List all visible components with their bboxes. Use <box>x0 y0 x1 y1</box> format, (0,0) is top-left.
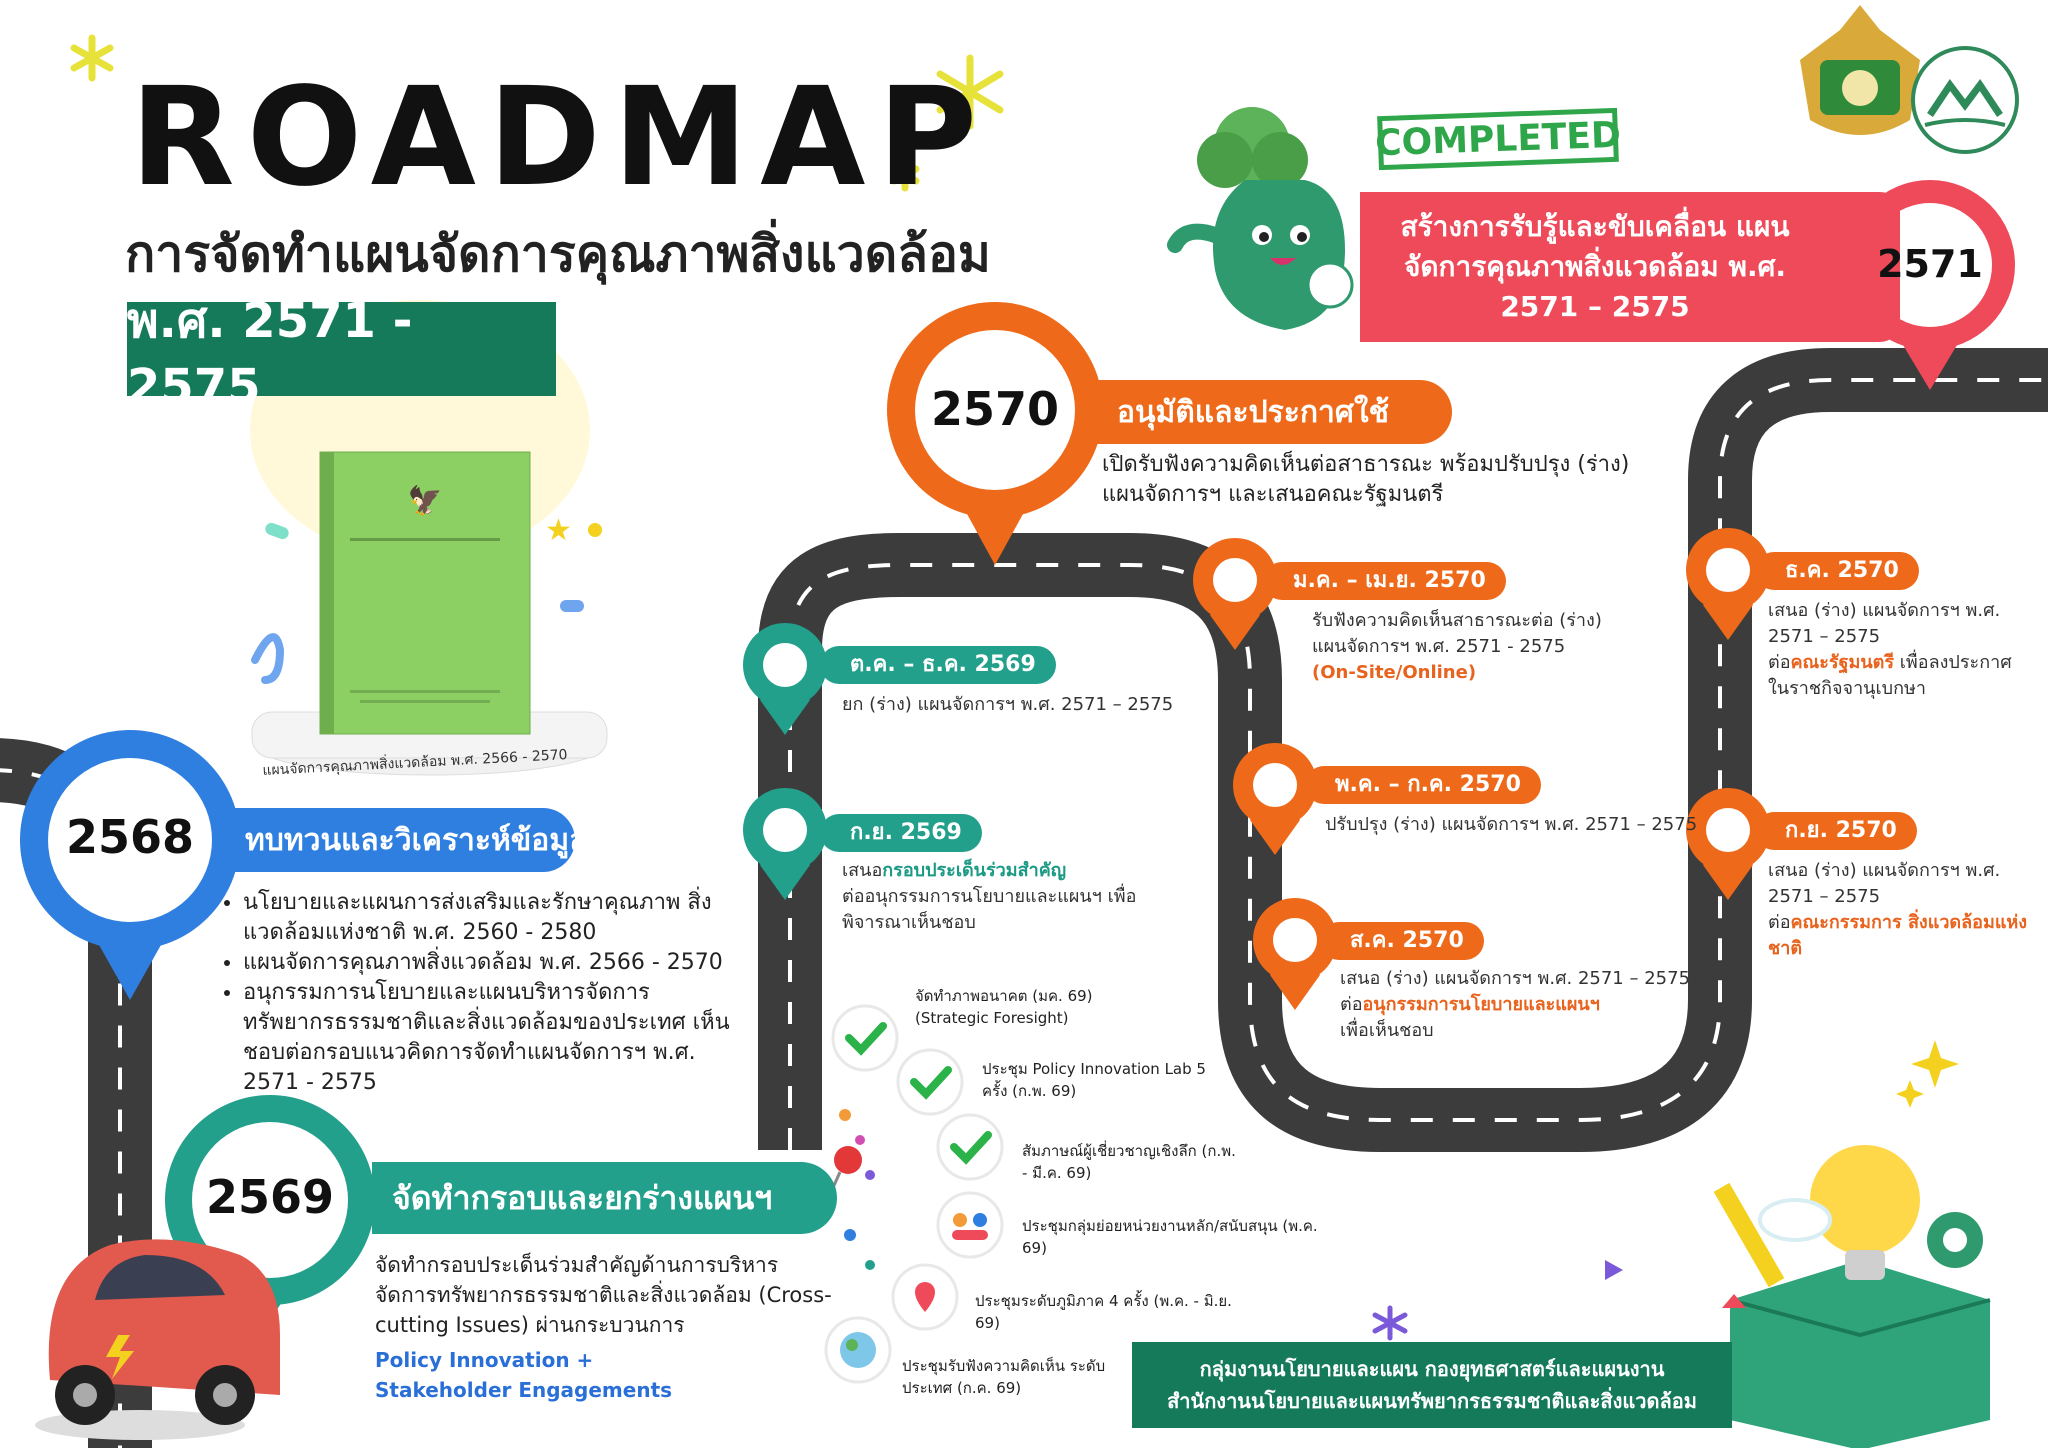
completed-stamp: COMPLETED <box>1374 107 1622 171</box>
step-pin-dec-2570 <box>1686 528 1770 640</box>
step-pin-may-2570 <box>1233 743 1317 855</box>
step-note: (On-Site/Online) <box>1312 662 1477 683</box>
step-label-may-2570: พ.ค. – ก.ค. 2570 <box>1305 766 1541 804</box>
step-text-highlight: คณะรัฐมนตรี <box>1790 652 1895 673</box>
body-2569: จัดทำกรอบประเด็นร่วมสำคัญด้านการบริหาร จ… <box>375 1250 835 1340</box>
step-text-dec-2570: เสนอ (ร่าง) แผนจัดการฯ พ.ศ. 2571 – 2575 … <box>1768 598 2033 702</box>
step-label-sep-2569: ก.ย. 2569 <box>820 814 982 852</box>
step-text-post: เพื่อลงประกาศ ในราชกิจจานุเบกษา <box>1768 652 2012 699</box>
list-item: แผนจัดการคุณภาพสิ่งแวดล้อม พ.ศ. 2566 - 2… <box>243 948 735 978</box>
step-text-pre: เสนอ <box>842 860 883 881</box>
step-text-jan-2570: รับฟังความคิดเห็นสาธารณะต่อ (ร่าง) แผนจั… <box>1312 608 1642 686</box>
check-icon <box>831 1004 899 1072</box>
step-text-aug-2570: เสนอ (ร่าง) แผนจัดการฯ พ.ศ. 2571 – 2575 … <box>1340 966 1690 1044</box>
activity-1: จัดทำภาพอนาคต (มค. 69) (Strategic Foresi… <box>915 987 1093 1027</box>
step-label-oct-2569: ต.ค. – ธ.ค. 2569 <box>820 646 1056 684</box>
step-label-dec-2570: ธ.ค. 2570 <box>1755 552 1919 590</box>
asterisk-icon <box>70 34 1004 192</box>
page-title: ROADMAP <box>130 59 990 217</box>
list-item: นโยบายและแผนการส่งเสริมและรักษาคุณภาพ สิ… <box>243 888 735 948</box>
step-text-pre: ต่อ <box>1768 912 1791 933</box>
footer-agency: กลุ่มงานนโยบายและแผน กองยุทธศาสตร์และแผน… <box>1132 1342 1732 1428</box>
sparkle-icon <box>1896 1040 1959 1108</box>
activity-5: ประชุมระดับภูมิภาค 4 ครั้ง (พ.ค. - มิ.ย.… <box>975 1292 1232 1332</box>
step-text-sep-2569: เสนอกรอบประเด็นร่วมสำคัญ ต่ออนุกรรมการนโ… <box>842 858 1142 936</box>
step-text-pre: ต่อ <box>1768 652 1791 673</box>
step-text-sep-2570: เสนอ (ร่าง) แผนจัดการฯ พ.ศ. 2571 – 2575 … <box>1768 858 2033 962</box>
step-text: เสนอ (ร่าง) แผนจัดการฯ พ.ศ. 2571 – 2575 <box>1768 600 2001 647</box>
banner-2570: อนุมัติและประกาศใช้ <box>1097 380 1452 444</box>
push-pin-icon <box>830 1146 862 1191</box>
activity-3: สัมภาษณ์ผู้เชี่ยวชาญเชิงลึก (ก.พ. - มี.ค… <box>1022 1142 1236 1182</box>
step-text: เสนอ (ร่าง) แผนจัดการฯ พ.ศ. 2571 – 2575 <box>1768 860 2001 907</box>
activity-4: ประชุมกลุ่มย่อยหน่วยงานหลัก/สนับสนุน (พ.… <box>1022 1217 1318 1257</box>
idea-box-illustration <box>1713 1145 1991 1448</box>
body-2569-text: จัดทำกรอบประเด็นร่วมสำคัญด้านการบริหาร จ… <box>375 1253 832 1337</box>
year-2569: 2569 <box>205 1170 335 1224</box>
map-pin-icon <box>891 1263 959 1331</box>
step-text-highlight: กรอบประเด็นร่วมสำคัญ <box>882 860 1067 881</box>
step-pin-sep-2569 <box>743 788 827 900</box>
list-2568: นโยบายและแผนการส่งเสริมและรักษาคุณภาพ สิ… <box>215 888 735 1098</box>
mascot-tree <box>1167 107 1354 330</box>
banner-2570-title: อนุมัติและประกาศใช้ <box>1117 394 1389 430</box>
car-icon <box>35 1239 280 1440</box>
pin-2570 <box>887 302 1103 565</box>
activity-2: ประชุม Policy Innovation Lab 5 ครั้ง (ก.… <box>982 1060 1206 1100</box>
banner-2569: จัดทำกรอบและยกร่างแผนฯ <box>372 1162 837 1234</box>
step-label-jan-2570: ม.ค. – เม.ย. 2570 <box>1263 562 1506 600</box>
banner-2571: สร้างการรับรู้และขับเคลื่อน แผนจัดการคุณ… <box>1360 192 1900 342</box>
triangle-decor <box>1605 1260 1623 1280</box>
group-icon <box>936 1191 1004 1259</box>
book-icon: 🦅 <box>319 451 531 735</box>
banner-2568-title: ทบทวนและวิเคราะห์ข้อมูล <box>245 822 588 858</box>
footer-line-1: กลุ่มงานนโยบายและแผน กองยุทธศาสตร์และแผน… <box>1199 1357 1665 1381</box>
step-text-post: เพื่อเห็นชอบ <box>1340 1020 1434 1041</box>
period-badge: พ.ศ. 2571 - 2575 <box>127 293 556 415</box>
step-pin-sep-2570 <box>1686 788 1770 900</box>
step-pin-aug-2570 <box>1253 898 1337 1010</box>
activity-6: ประชุมรับฟังความคิดเห็น ระดับประเทศ (ก.ค… <box>902 1357 1106 1397</box>
check-icon <box>936 1113 1004 1181</box>
svg-text:🦅: 🦅 <box>408 483 443 517</box>
footer-line-2: สำนักงานนโยบายและแผนทรัพยากรธรรมชาติและส… <box>1167 1389 1697 1413</box>
step-text-oct-2569: ยก (ร่าง) แผนจัดการฯ พ.ศ. 2571 – 2575 <box>842 694 1174 715</box>
banner-2571-title: สร้างการรับรู้และขับเคลื่อน แผนจัดการคุณ… <box>1400 210 1790 323</box>
svg-text:★: ★ <box>545 513 572 548</box>
step-label-sep-2570: ก.ย. 2570 <box>1755 812 1917 850</box>
asterisk-icon <box>1372 1305 1408 1341</box>
step-text: เสนอ (ร่าง) แผนจัดการฯ พ.ศ. 2571 – 2575 <box>1340 968 1691 989</box>
year-2568: 2568 <box>65 810 195 864</box>
step-text-may-2570: ปรับปรุง (ร่าง) แผนจัดการฯ พ.ศ. 2571 – 2… <box>1325 814 1698 835</box>
step-text-highlight: คณะกรรมการ สิ่งแวดล้อมแห่งชาติ <box>1768 912 2028 959</box>
list-item: อนุกรรมการนโยบายและแผนบริหารจัดการ ทรัพย… <box>243 978 735 1098</box>
year-2570: 2570 <box>930 382 1060 436</box>
body-2570: เปิดรับฟังความคิดเห็นต่อสาธารณะ พร้อมปรั… <box>1102 452 1630 507</box>
step-pin-oct-2569 <box>743 623 827 735</box>
banner-2568: ทบทวนและวิเคราะห์ข้อมูล <box>225 808 587 872</box>
page-subtitle: การจัดทำแผนจัดการคุณภาพสิ่งแวดล้อม <box>125 225 991 283</box>
globe-icon <box>824 1316 892 1384</box>
step-text: รับฟังความคิดเห็นสาธารณะต่อ (ร่าง) แผนจั… <box>1312 610 1602 657</box>
step-text-pre: ต่อ <box>1340 994 1363 1015</box>
onep-logo <box>1911 46 2019 154</box>
ministry-emblem <box>1800 5 1920 135</box>
pin-2568 <box>20 730 240 1000</box>
year-2571: 2571 <box>1877 242 1983 286</box>
banner-2569-title: จัดทำกรอบและยกร่างแผนฯ <box>392 1178 773 1217</box>
step-text-highlight: อนุกรรมการนโยบายและแผนฯ <box>1362 994 1600 1015</box>
check-icon <box>896 1048 964 1116</box>
highlight-2569: Policy Innovation + Stakeholder Engageme… <box>375 1348 673 1402</box>
completed-stamp-label: COMPLETED <box>1374 114 1622 164</box>
step-label-aug-2570: ส.ค. 2570 <box>1320 922 1484 960</box>
step-pin-jan-2570 <box>1193 538 1277 650</box>
step-text-post: ต่ออนุกรรมการนโยบายและแผนฯ เพื่อพิจารณาเ… <box>842 886 1137 933</box>
